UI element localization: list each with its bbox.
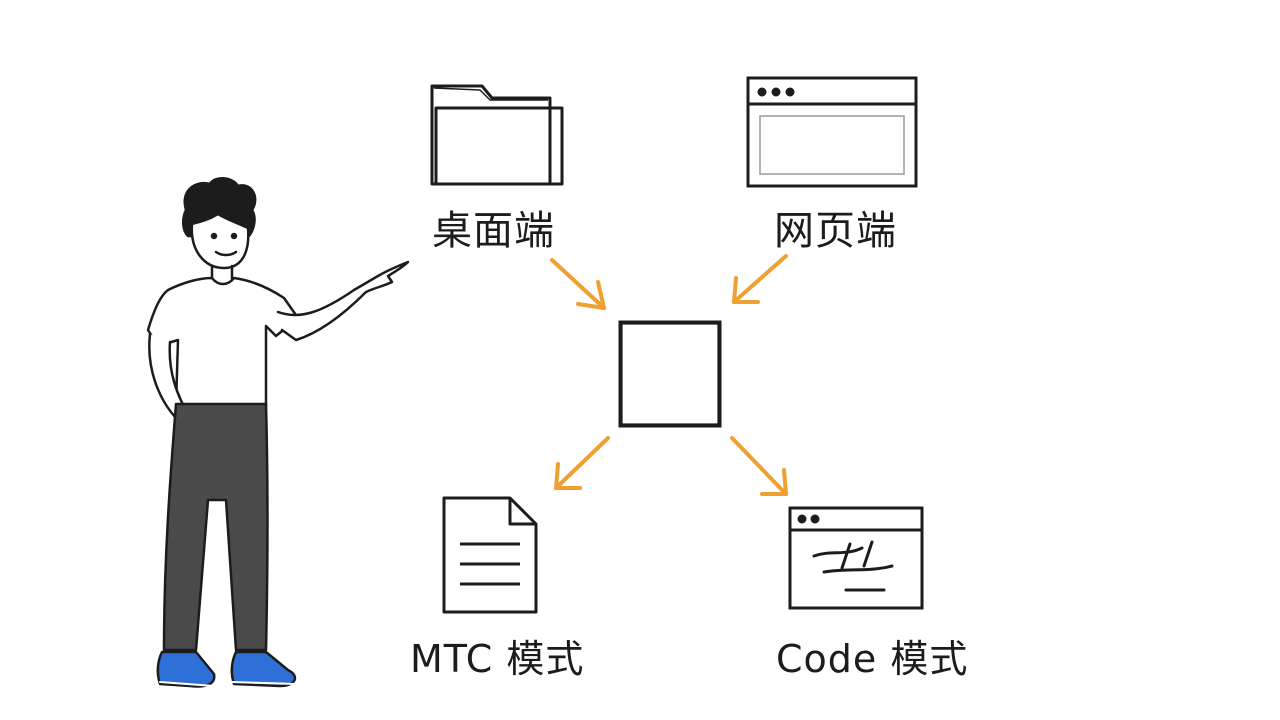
label-code-mode: Code 模式 [776,637,969,681]
arrow-hub-to-code [730,436,788,496]
arrow-desktop-to-hub [550,258,606,310]
label-web: 网页端 [774,208,897,254]
label-mtc-mode: MTC 模式 [410,637,585,681]
arrow-web-to-hub [732,254,788,304]
label-desktop: 桌面端 [432,208,555,254]
arrow-hub-to-mtc [554,436,610,490]
